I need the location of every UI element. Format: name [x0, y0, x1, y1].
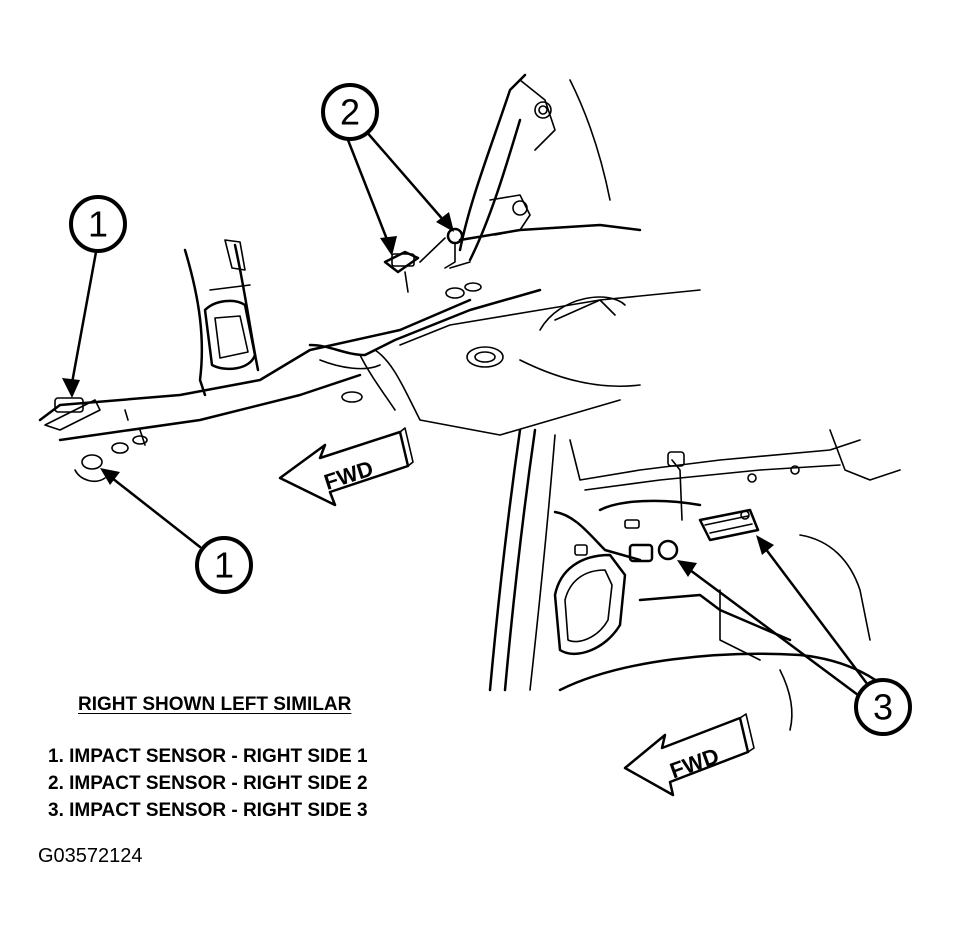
- upper-vehicle-illustration: [38, 73, 701, 482]
- leader-arrows: [62, 128, 870, 697]
- fwd-label-lower: FWD: [667, 743, 723, 784]
- callout-2-label: 2: [340, 92, 360, 133]
- figure-id: G03572124: [38, 845, 143, 867]
- legend-item-number: 1.: [48, 746, 64, 767]
- legend-item: 2. IMPACT SENSOR - RIGHT SIDE 2: [48, 771, 368, 798]
- fwd-arrow-upper: FWD: [278, 427, 414, 507]
- callout-1-top: 1: [69, 195, 127, 253]
- legend-item-text: IMPACT SENSOR - RIGHT SIDE 1: [69, 746, 368, 767]
- lower-vehicle-illustration: [488, 428, 902, 731]
- legend-title: RIGHT SHOWN LEFT SIMILAR: [78, 694, 352, 715]
- callout-1-bottom: 1: [195, 536, 253, 594]
- legend-item-text: IMPACT SENSOR - RIGHT SIDE 3: [69, 800, 368, 821]
- legend-list: 1. IMPACT SENSOR - RIGHT SIDE 1 2. IMPAC…: [48, 744, 368, 825]
- callout-1-top-label: 1: [88, 204, 108, 245]
- legend-item: 1. IMPACT SENSOR - RIGHT SIDE 1: [48, 744, 368, 771]
- callout-2: 2: [321, 83, 379, 141]
- fwd-arrow-lower: FWD: [623, 713, 755, 797]
- legend-item-number: 3.: [48, 800, 64, 821]
- legend-item-text: IMPACT SENSOR - RIGHT SIDE 2: [69, 773, 368, 794]
- fwd-label-upper: FWD: [321, 456, 376, 495]
- legend-item-number: 2.: [48, 773, 64, 794]
- callout-3-label: 3: [873, 687, 893, 728]
- callout-3: 3: [854, 678, 912, 736]
- legend-item: 3. IMPACT SENSOR - RIGHT SIDE 3: [48, 798, 368, 825]
- callout-1-bottom-label: 1: [214, 545, 234, 586]
